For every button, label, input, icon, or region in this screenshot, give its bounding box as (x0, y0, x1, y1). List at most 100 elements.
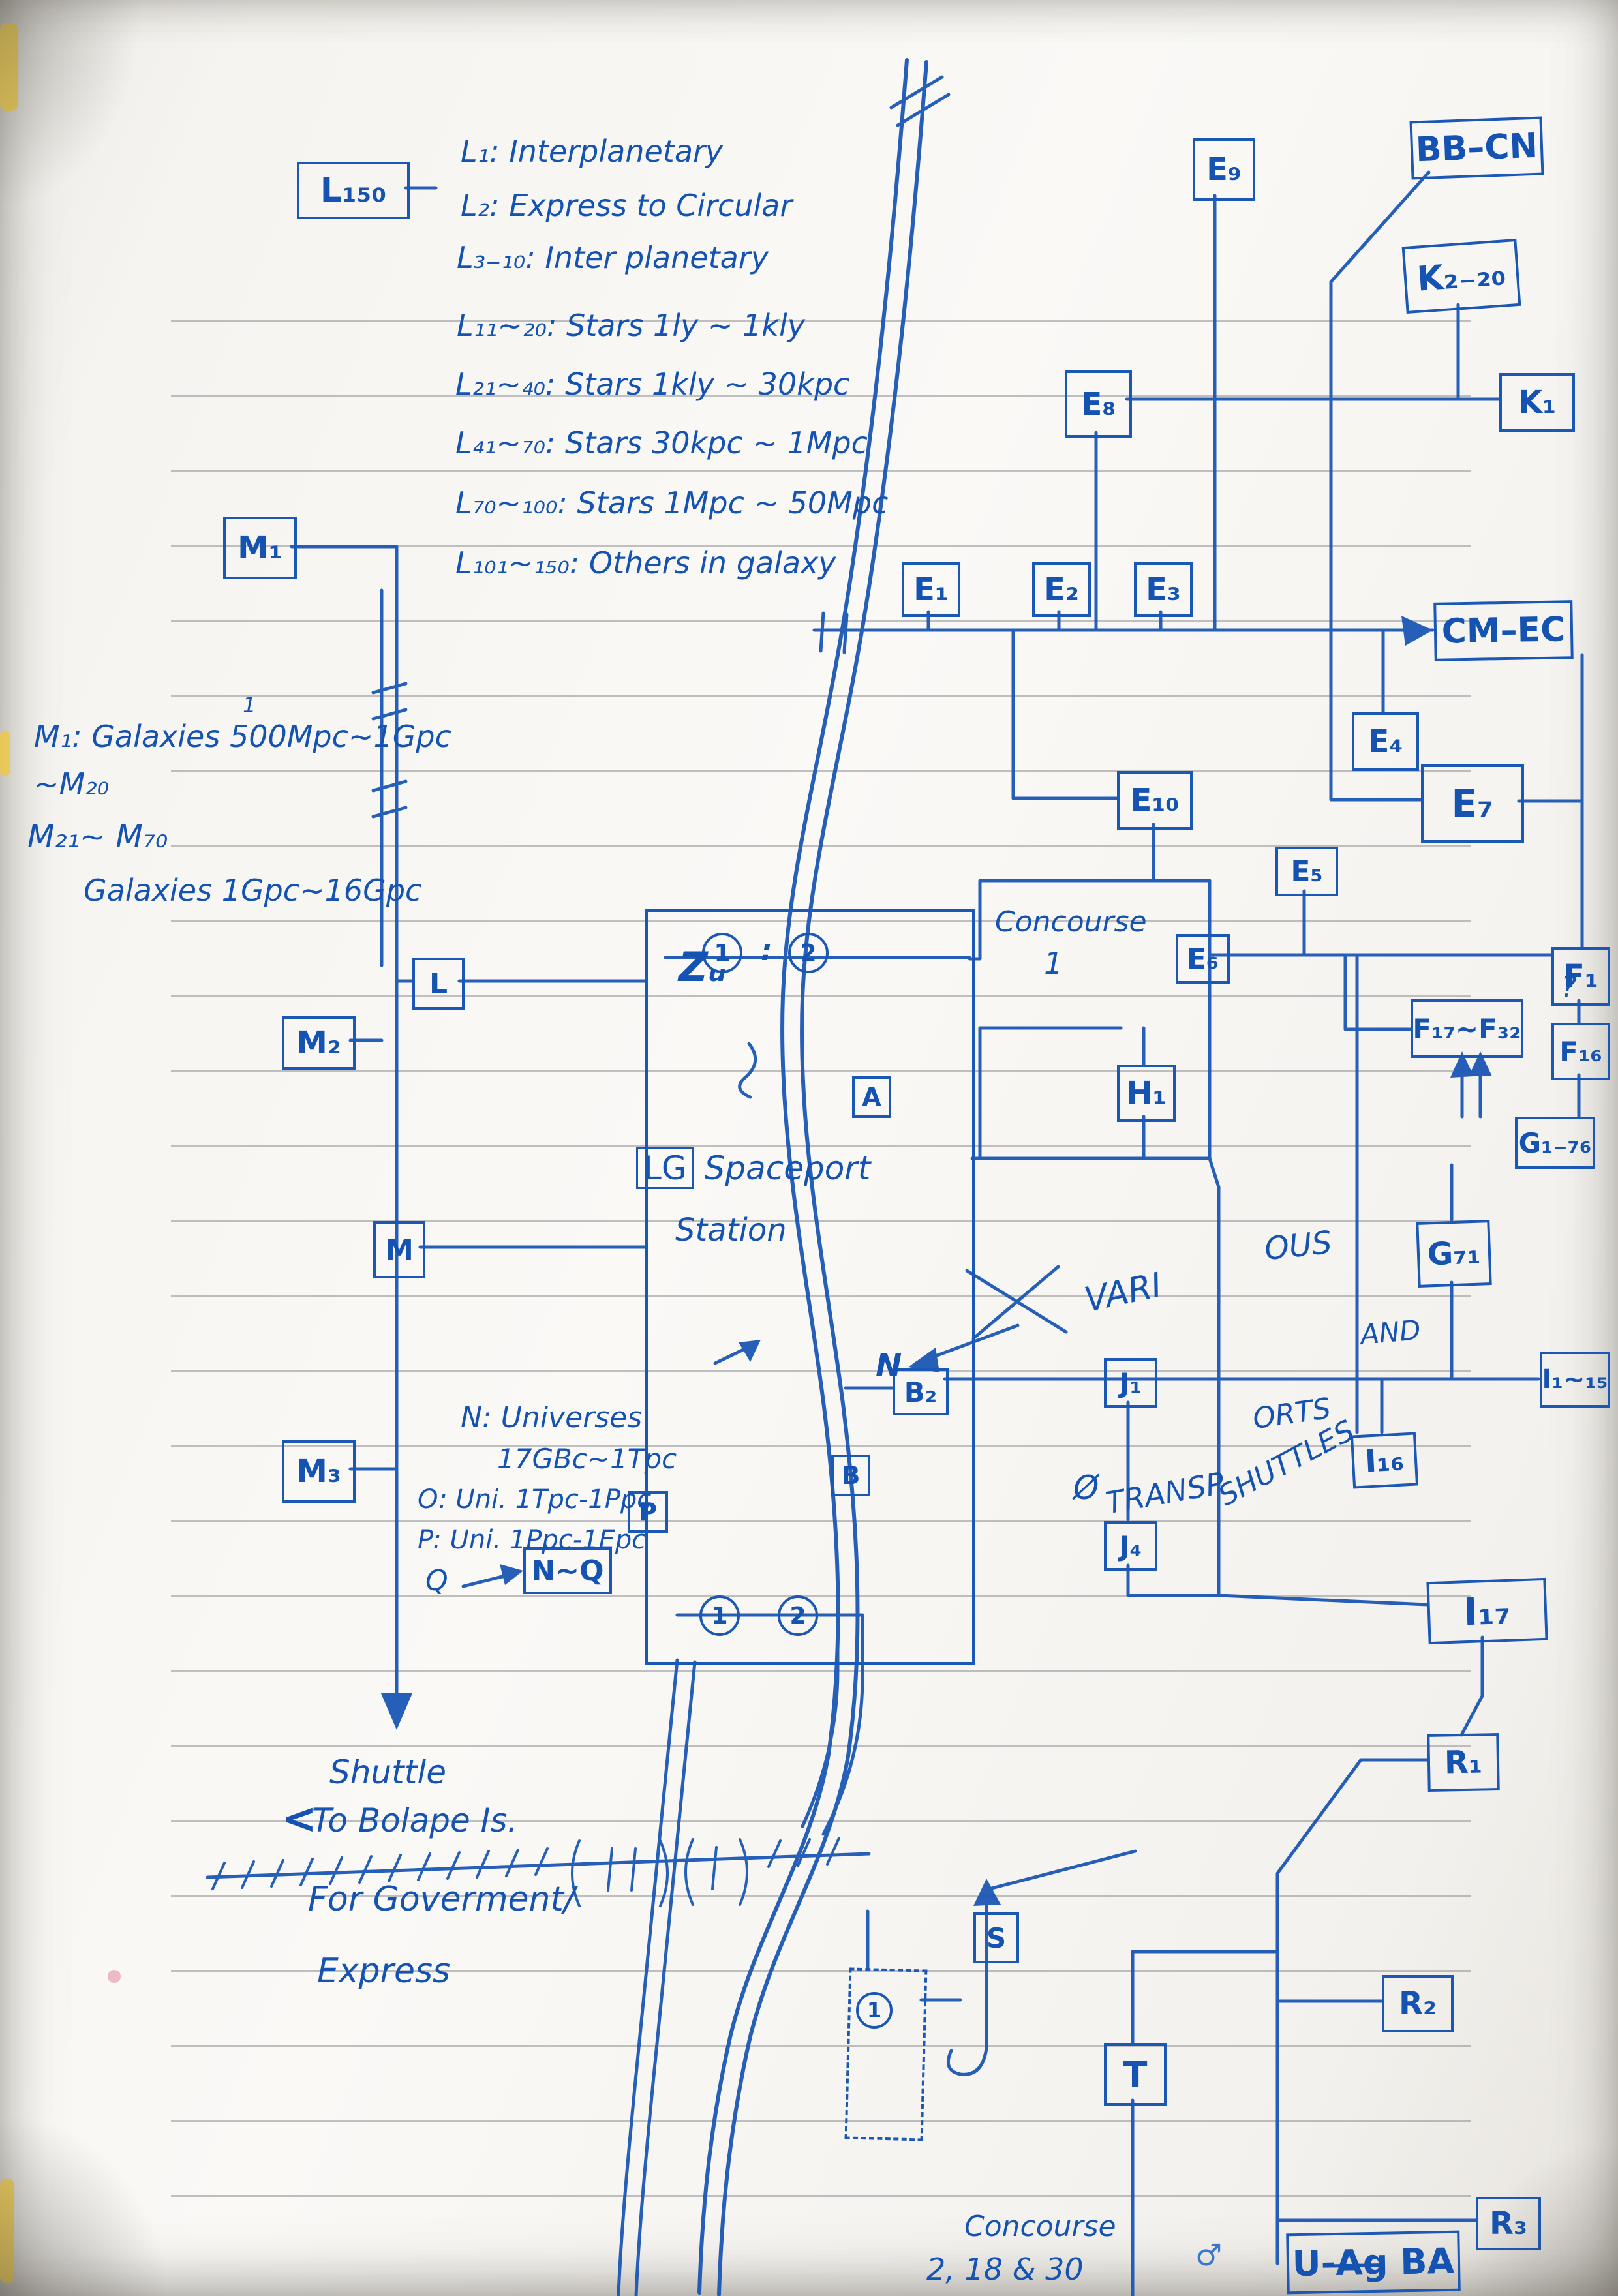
f-g-network (1343, 953, 1581, 1434)
node-e5: E₅ (1275, 847, 1338, 896)
express-note: Express (317, 1952, 451, 1991)
legend-item: L₂: Express to Circular (461, 188, 793, 223)
concourse1-loop (968, 628, 1553, 1160)
node-e10: E₁₀ (1117, 771, 1193, 830)
node-r2: R₂ (1382, 1975, 1454, 2032)
node-f16: F₁₆ (1551, 1023, 1610, 1080)
node-a: A (852, 1076, 891, 1118)
mid-right-network (713, 1156, 1540, 1737)
circled-number-top-1: 1 (702, 933, 742, 973)
shuttle-arrow: < (282, 1795, 317, 1843)
node-j1: J₁ (1104, 1358, 1157, 1408)
circled-number-dashed: 1 (856, 1992, 893, 2029)
scatter-colon: : (761, 934, 772, 967)
node-m2: M₂ (282, 1016, 356, 1070)
universe-note: O: Uni. 1Tpc-1Ppc (418, 1485, 652, 1515)
pink-dot (108, 1970, 121, 1983)
government-express-line (206, 1837, 871, 1907)
node-bb-cn: BB–CN (1409, 116, 1544, 180)
legend-item: L₂₁~₄₀: Stars 1kly ~ 30kpc (455, 367, 850, 402)
node-i16: I₁₆ (1350, 1432, 1419, 1489)
universe-note: P: Uni. 1Ppc-1Epc (418, 1525, 647, 1555)
universe-note: N: Universes (461, 1401, 643, 1434)
node-h1: H₁ (1117, 1065, 1176, 1122)
bottom-network (866, 1758, 1478, 2296)
node-e6: E₆ (1176, 934, 1230, 984)
circled-number-top-2: 2 (788, 933, 829, 973)
node-r1: R₁ (1427, 1733, 1500, 1792)
station-name: Spaceport (704, 1149, 871, 1187)
scatter-n: N (876, 1348, 902, 1384)
node-e9: E₉ (1193, 138, 1255, 201)
node-u-ab-ba: U-A̶g̶ BA (1286, 2230, 1461, 2295)
node-g71: G₇₁ (1416, 1220, 1492, 1288)
node-k2-20: K₂₋₂₀ (1401, 238, 1521, 314)
node-l: L (412, 958, 465, 1010)
concourse-bottom-label: Concourse (964, 2210, 1116, 2243)
node-s: S (973, 1912, 1019, 1963)
node-m: M (373, 1221, 425, 1278)
node-p: P (628, 1491, 668, 1533)
legend-item: L₁₁~₂₀: Stars 1ly ~ 1kly (457, 308, 805, 343)
node-i17: I₁₇ (1426, 1577, 1548, 1645)
node-e1: E₁ (902, 562, 960, 617)
concourse-bottom-numbers: 2, 18 & 30 (926, 2252, 1084, 2287)
node-t: T (1104, 2043, 1167, 2106)
circled-number-bottom-1: 1 (699, 1595, 740, 1636)
station-subtitle: Station (675, 1212, 787, 1248)
node-i1-15: I₁~₁₅ (1540, 1352, 1610, 1408)
galaxy-note-superscript: 1 (243, 693, 256, 718)
male-symbol: ♂ (1195, 2237, 1223, 2273)
node-b2: B₂ (893, 1368, 949, 1415)
node-e3: E₃ (1134, 562, 1193, 617)
railway-track (617, 58, 951, 2296)
galaxy-note: ~M₂₀ (34, 766, 110, 802)
lg-badge: LG (636, 1147, 694, 1189)
universe-note: Q (425, 1564, 448, 1597)
node-r3: R₃ (1476, 2197, 1541, 2250)
concourse1-number: 1 (1044, 946, 1063, 981)
dashed-platform-box (844, 1967, 928, 2141)
node-m3: M₃ (282, 1440, 356, 1503)
galaxy-note: M₂₁~ M₇₀ (27, 819, 168, 855)
node-b: B (831, 1455, 870, 1496)
node-e4: E₄ (1352, 712, 1419, 771)
node-j4: J₄ (1104, 1521, 1157, 1571)
node-e7: E₇ (1421, 764, 1524, 843)
legend-item: L₁₀₁~₁₅₀: Others in galaxy (455, 545, 836, 581)
node-l150: L₁₅₀ (297, 162, 410, 219)
legend-item: L₄₁~₇₀: Stars 30kpc ~ 1Mpc (455, 425, 868, 461)
highlighter-mark (0, 731, 10, 776)
concourse1-label: Concourse (995, 905, 1147, 939)
scatter-phi: Ø (1073, 1469, 1099, 1507)
circled-number-bottom-2: 2 (778, 1595, 818, 1636)
station-z-label: Zᵤ (679, 943, 727, 991)
node-k1: K₁ (1499, 373, 1575, 432)
scatter-question: ? (1561, 969, 1577, 1004)
galaxy-note: M₁: Galaxies 500Mpc~1Gpc (34, 719, 451, 754)
m-column-line (290, 186, 647, 1730)
top-right-network (1094, 170, 1501, 802)
node-cm-ec: CM–EC (1433, 600, 1574, 661)
node-e2: E₂ (1032, 562, 1091, 617)
galaxy-note: Galaxies 1Gpc~16Gpc (84, 873, 422, 908)
legend-item: L₇₀~₁₀₀: Stars 1Mpc ~ 50Mpc (455, 485, 889, 521)
shuttle-note-2: To Bolape Is. (312, 1802, 518, 1839)
legend-item: L₃₋₁₀: Inter planetary (457, 240, 769, 275)
highlighter-mark (0, 2179, 14, 2283)
node-f1: F₁ (1551, 947, 1610, 1006)
station-title: LG Spaceport (636, 1147, 871, 1189)
scatter-ous: OUS (1262, 1224, 1334, 1268)
node-e8: E₈ (1065, 370, 1132, 438)
government-note: For Goverment/ (308, 1880, 575, 1919)
spaceport-station-outline (645, 909, 975, 1665)
cm-ec-row (812, 610, 1584, 949)
shuttle-note-1: Shuttle (329, 1753, 446, 1791)
universe-note: 17GBc~1Tpc (497, 1443, 677, 1475)
node-n-q: N~Q (523, 1547, 612, 1594)
node-m1: M₁ (223, 517, 297, 579)
node-g1-76: G₁₋₇₆ (1515, 1117, 1595, 1169)
scatter-and: AND (1359, 1314, 1422, 1351)
